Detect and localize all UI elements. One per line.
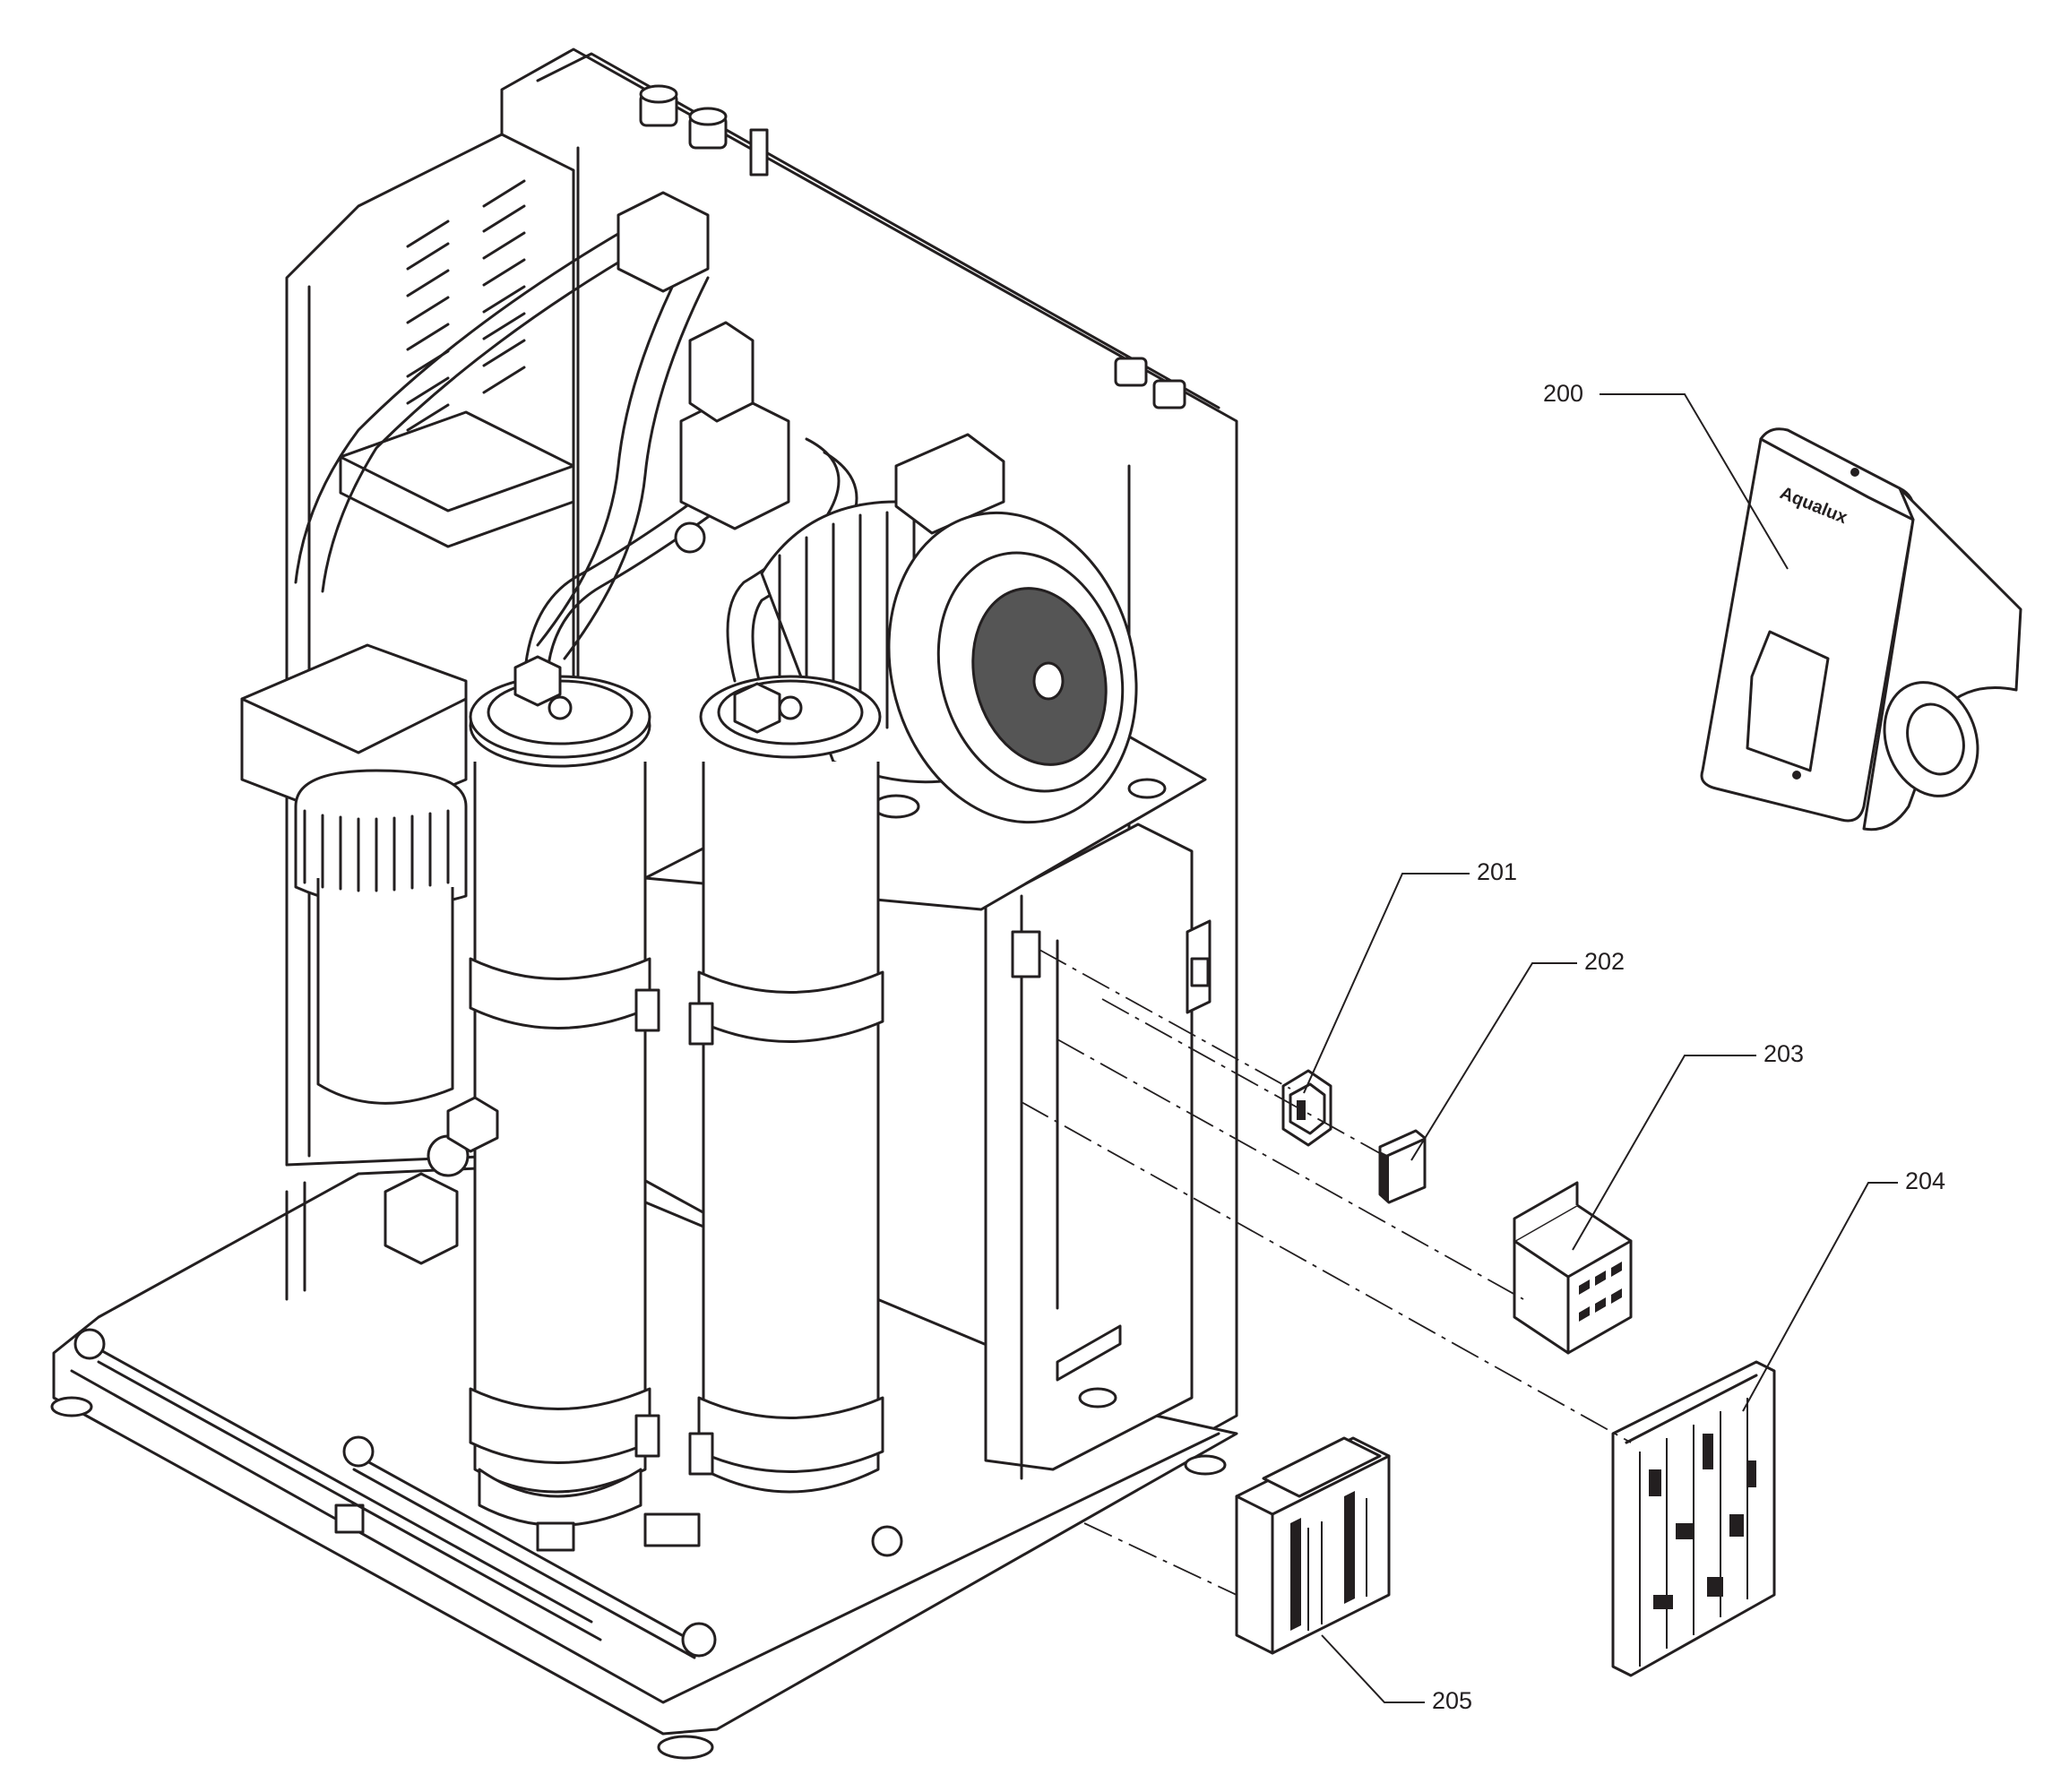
top-manifold [339,410,575,548]
control-pcb [1611,1360,1776,1677]
vent-slots [406,179,526,432]
main-unit-assembly [50,47,1238,1760]
bottom-tubing [73,1096,903,1659]
membrane-vessel-left [469,675,660,1527]
callout-204: 204 [1905,1167,1946,1194]
callout-201: 201 [1477,858,1518,885]
pre-filter-housing [240,643,468,1105]
hoses [294,227,858,692]
power-inlet-socket [1186,919,1212,1014]
callout-202: 202 [1584,948,1626,975]
control-display-panel: Aqualux [1700,427,2022,831]
transformer-module [1235,1436,1391,1655]
switch-cover [1378,1129,1427,1204]
rocker-switch [1281,1069,1332,1147]
callout-203: 203 [1763,1040,1805,1067]
right-front-panel [984,823,1194,1480]
explosion-lines [1021,949,1632,1596]
valve-block [617,191,790,554]
membrane-vessel-right [688,675,884,1494]
callout-205: 205 [1432,1687,1473,1714]
top-fittings [639,84,1186,409]
vessel-top-fittings [513,655,781,734]
leader-lines [1303,393,1898,1703]
callout-200: 200 [1543,380,1584,407]
contactor-relay [1513,1181,1633,1355]
